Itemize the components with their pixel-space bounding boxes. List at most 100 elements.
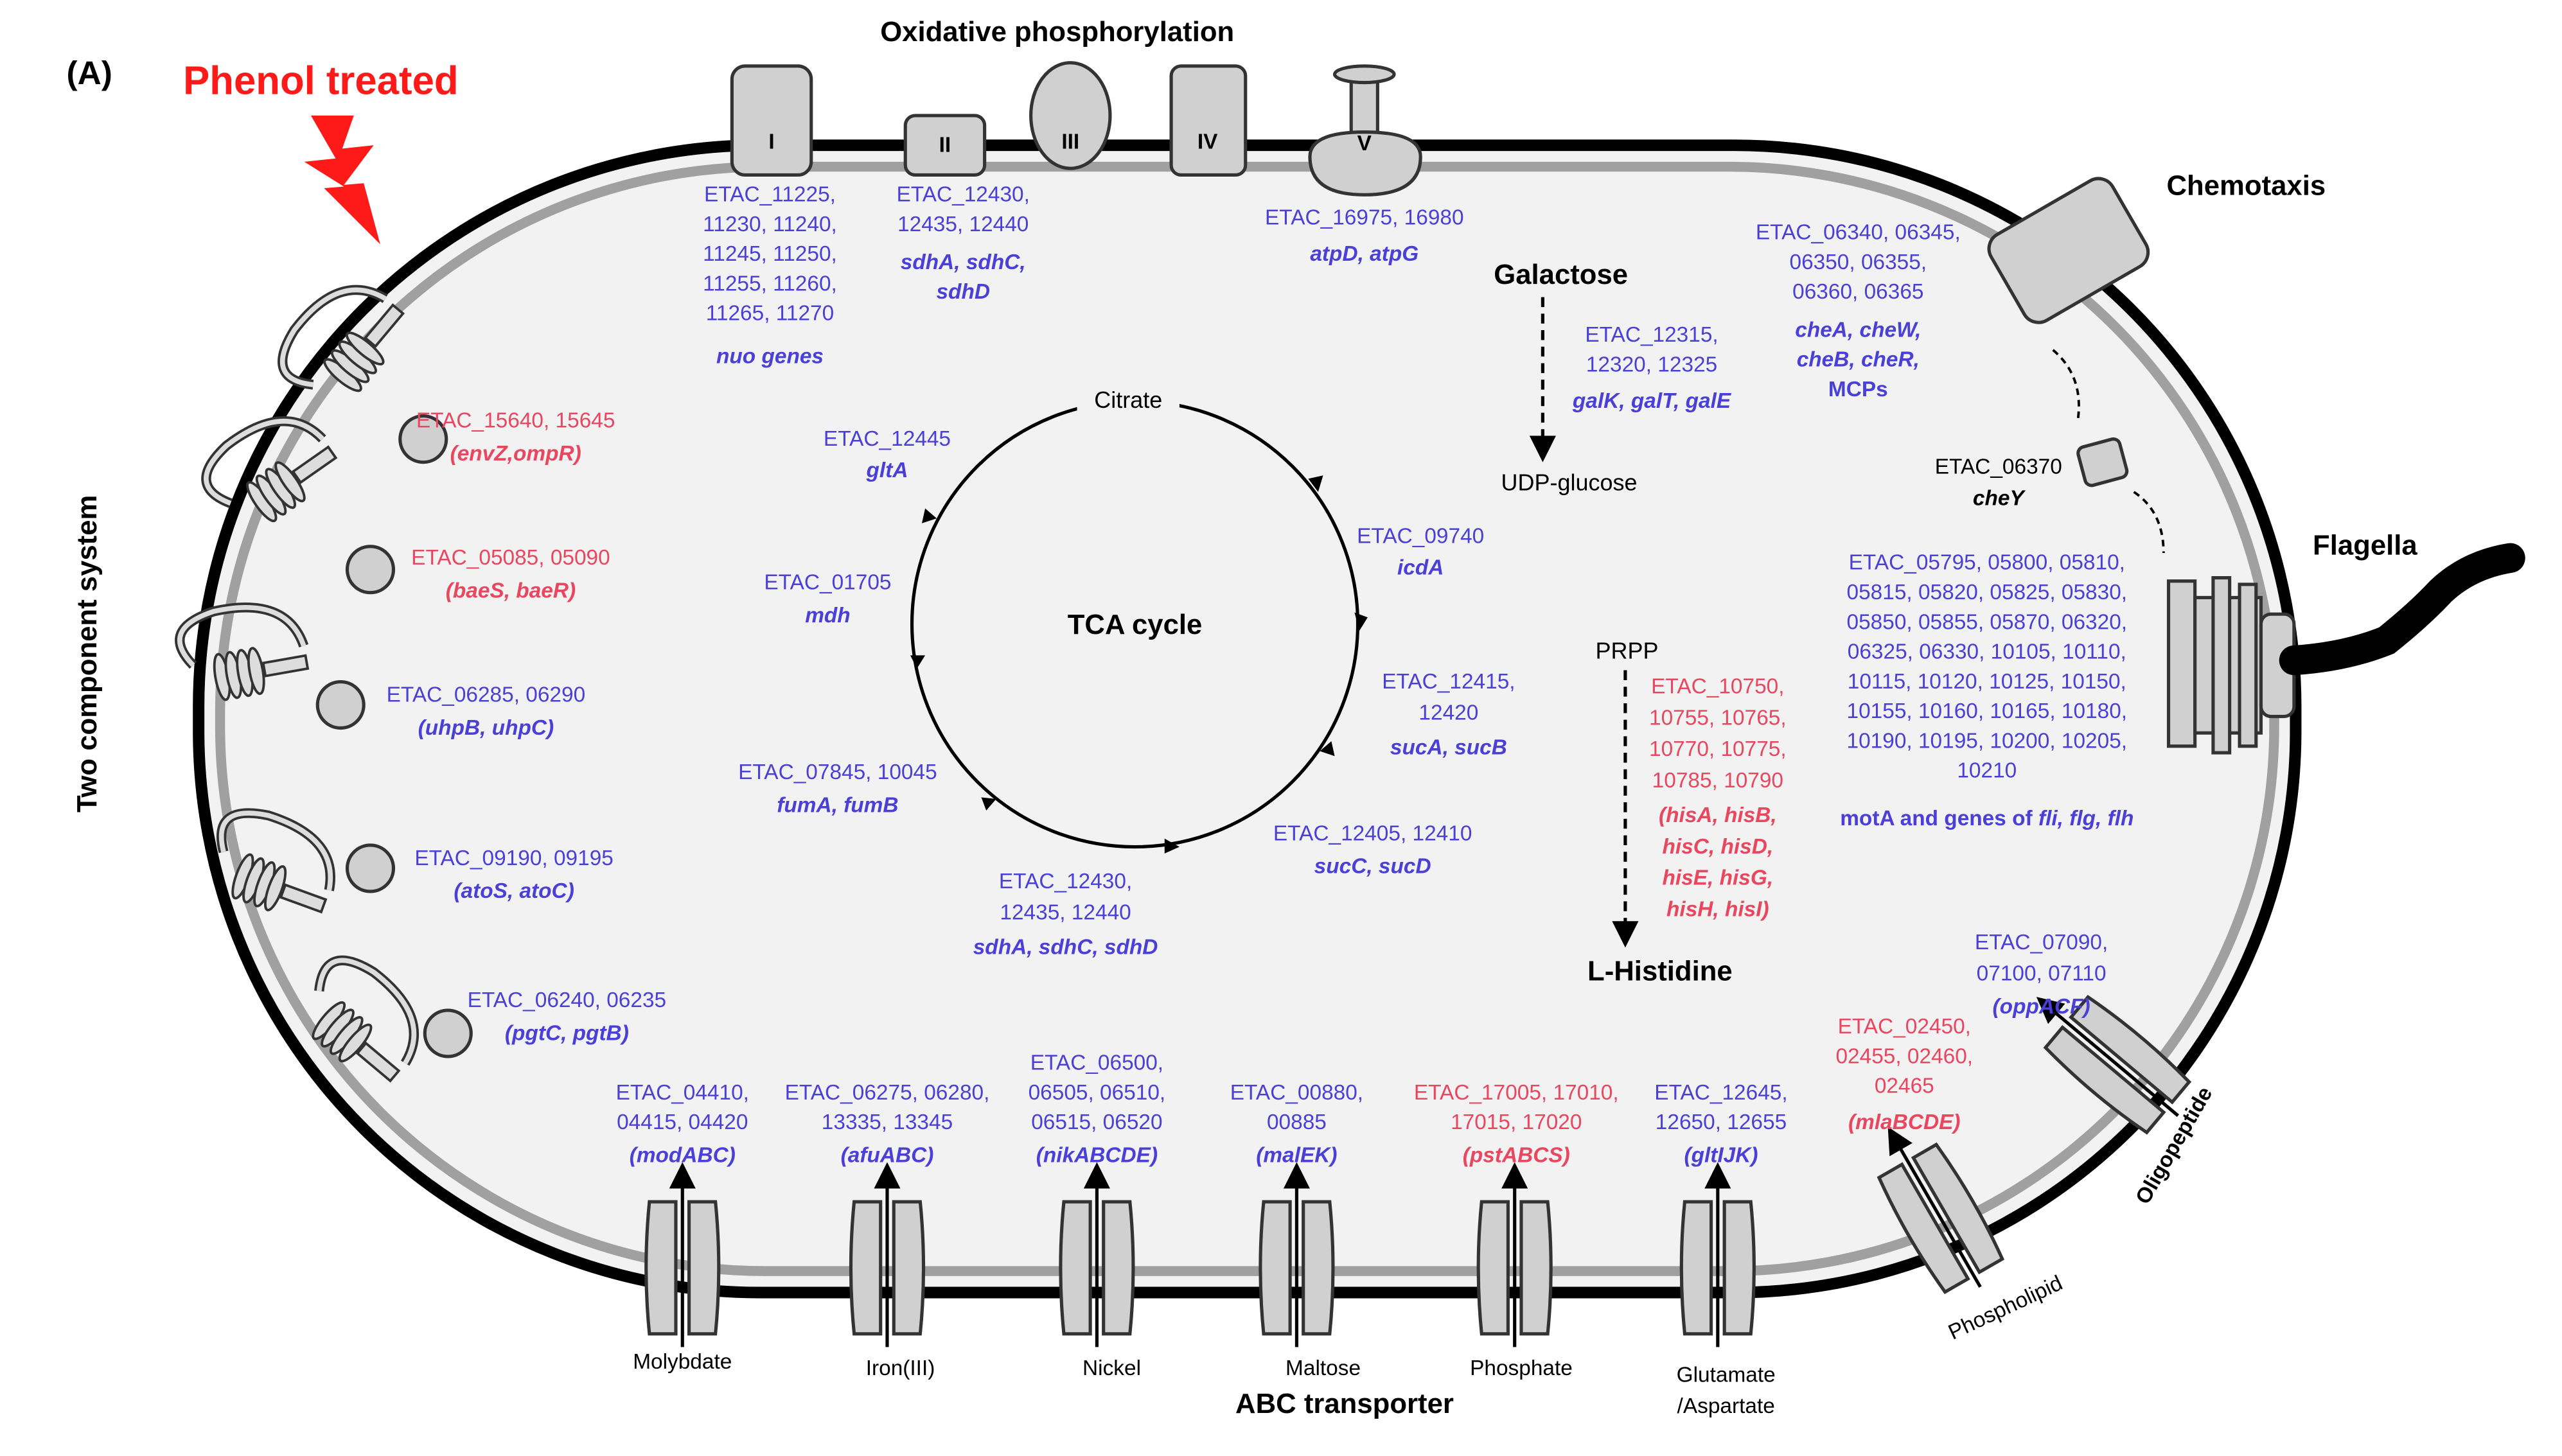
nuo-genes-label: nuo genes: [716, 344, 824, 368]
complex-V-genes: ETAC_16975, 16980 atpD, atpG: [1265, 206, 1464, 267]
svg-text:ETAC_07845, 10045: ETAC_07845, 10045: [738, 760, 937, 784]
svg-text:06505, 06510,: 06505, 06510,: [1029, 1081, 1166, 1105]
svg-text:mdh: mdh: [805, 604, 851, 627]
abc-channel-1: [644, 1162, 721, 1347]
svg-text:nuo genes: nuo genes: [716, 344, 824, 368]
prpp-label: PRPP: [1596, 638, 1659, 664]
abc-channels: [644, 994, 2192, 1347]
tcs-response-regulator-4: [345, 843, 396, 893]
svg-text:ETAC_09740: ETAC_09740: [1357, 525, 1484, 548]
svg-text:12320, 12325: 12320, 12325: [1586, 353, 1717, 376]
svg-text:10210: 10210: [1957, 759, 2017, 783]
svg-text:06515, 06520: 06515, 06520: [1031, 1110, 1162, 1134]
svg-text:Nickel: Nickel: [1082, 1356, 1141, 1380]
svg-text:(gltIJK): (gltIJK): [1684, 1143, 1758, 1167]
svg-text:sdhA, sdhC, sdhD: sdhA, sdhC, sdhD: [973, 936, 1158, 960]
svg-text:(modABC): (modABC): [630, 1143, 736, 1167]
flagellum-filament: [2279, 543, 2525, 676]
tcs-receptor-5: [312, 955, 419, 1083]
complex-V: V: [1308, 64, 1422, 197]
abc-channel-6: [1679, 1162, 1756, 1347]
svg-text:00885: 00885: [1267, 1110, 1327, 1134]
svg-text:05815, 05820, 05825, 05830,: 05815, 05820, 05825, 05830,: [1847, 581, 2128, 604]
chemotaxis-receptor: [1987, 177, 2150, 324]
histidine-product: L-Histidine: [1587, 956, 1733, 987]
svg-text:07100, 07110: 07100, 07110: [1977, 962, 2107, 986]
chemotaxis-signal-line-1: [2052, 349, 2080, 421]
svg-text:(envZ,ompR): (envZ,ompR): [450, 442, 581, 466]
svg-text:MCPs: MCPs: [1828, 378, 1888, 401]
tca-step-icdA: ETAC_09740 icdA: [1357, 525, 1484, 580]
abc-channel-3: [1059, 1162, 1135, 1347]
lightning-bolt-icon: [304, 115, 380, 245]
svg-text:sdhD: sdhD: [936, 280, 990, 304]
abc-genes: ETAC_04410, 04415, 04420 (modABC) ETAC_0…: [616, 931, 2108, 1168]
svg-text:02455, 02460,: 02455, 02460,: [1835, 1044, 1973, 1068]
complex-I: I: [730, 64, 813, 177]
svg-text:10785, 10790: 10785, 10790: [1652, 769, 1783, 793]
tca-step-fum: ETAC_07845, 10045 fumA, fumB: [738, 760, 937, 817]
tcs-receptor-4: [216, 808, 335, 914]
chey-protein: [2076, 437, 2129, 487]
cell-inner-membrane: [215, 161, 2279, 1276]
svg-text:sdhA, sdhC,: sdhA, sdhC,: [901, 250, 1026, 274]
svg-text:IV: IV: [1197, 130, 1218, 153]
svg-text:10190, 10195, 10200, 10205,: 10190, 10195, 10200, 10205,: [1847, 729, 2128, 753]
svg-text:11245, 11250,: 11245, 11250,: [703, 242, 837, 266]
abc-title: ABC transporter: [1235, 1388, 1454, 1419]
svg-text:atpD, atpG: atpD, atpG: [1310, 242, 1418, 266]
svg-text:(uhpB, uhpC): (uhpB, uhpC): [418, 716, 554, 740]
svg-text:ETAC_07090,: ETAC_07090,: [1975, 931, 2108, 954]
svg-text:ETAC_01705: ETAC_01705: [764, 571, 891, 595]
svg-text:ETAC_06275, 06280,: ETAC_06275, 06280,: [785, 1081, 990, 1105]
svg-text:motA and genes of fli, flg, fl: motA and genes of fli, flg, flh: [1840, 807, 2134, 830]
svg-text:06325, 06330, 10105, 10110,: 06325, 06330, 10105, 10110,: [1848, 640, 2126, 664]
flagella-names-prefix: motA and genes of: [1840, 807, 2038, 830]
svg-text:Phosphate: Phosphate: [1470, 1356, 1573, 1380]
svg-text:ETAC_09190, 09195: ETAC_09190, 09195: [414, 846, 614, 870]
tcs-response-regulator-5: [423, 1008, 473, 1058]
svg-text:fumA, fumB: fumA, fumB: [777, 794, 898, 818]
svg-text:06350, 06355,: 06350, 06355,: [1789, 250, 1927, 274]
svg-text:ETAC_06500,: ETAC_06500,: [1030, 1051, 1163, 1075]
tcs-response-regulator-3: [315, 680, 366, 730]
two-component-receptors: [175, 285, 473, 1083]
treatment-label: Phenol treated: [183, 59, 458, 103]
svg-text:hisC, hisD,: hisC, hisD,: [1663, 835, 1774, 859]
svg-text:/Aspartate: /Aspartate: [1677, 1394, 1775, 1418]
chey-name: cheY: [1973, 487, 2026, 511]
svg-text:12435, 12440: 12435, 12440: [1000, 901, 1131, 925]
two-component-title: Two component system: [71, 495, 103, 812]
tca-step-sdh: ETAC_12430, 12435, 12440 sdhA, sdhC, sdh…: [973, 870, 1158, 960]
svg-text:ETAC_04410,: ETAC_04410,: [616, 1081, 749, 1105]
svg-text:(oppACF): (oppACF): [1993, 995, 2090, 1019]
tca-title: TCA cycle: [1068, 609, 1203, 640]
svg-text:II: II: [939, 133, 951, 157]
svg-text:sucC, sucD: sucC, sucD: [1314, 855, 1431, 879]
complex-II: II: [903, 114, 987, 177]
chey-id: ETAC_06370: [1935, 455, 2062, 479]
svg-text:06360, 06365: 06360, 06365: [1792, 280, 1923, 304]
svg-text:ETAC_10750,: ETAC_10750,: [1651, 675, 1784, 699]
chemotaxis-signal-line-2: [2133, 491, 2165, 554]
chemotaxis-genes: ETAC_06340, 06345, 06350, 06355, 06360, …: [1756, 221, 1961, 401]
svg-text:ETAC_06340, 06345,: ETAC_06340, 06345,: [1756, 221, 1961, 245]
galactose-title: Galactose: [1494, 259, 1628, 290]
histidine-genes: ETAC_10750, 10755, 10765, 10770, 10775, …: [1649, 675, 1787, 922]
flagellar-motor: [2166, 576, 2296, 755]
svg-text:12650, 12655: 12650, 12655: [1656, 1110, 1787, 1134]
svg-text:10770, 10775,: 10770, 10775,: [1649, 737, 1787, 761]
complex-IV: IV: [1169, 64, 1248, 177]
tca-step-sucAB: ETAC_12415, 12420 sucA, sucB: [1382, 670, 1515, 760]
complex-II-genes: ETAC_12430, 12435, 12440 sdhA, sdhC, sdh…: [897, 183, 1030, 304]
svg-text:ETAC_06285, 06290: ETAC_06285, 06290: [387, 683, 586, 706]
svg-text:cheB, cheR,: cheB, cheR,: [1797, 348, 1920, 372]
svg-text:(afuABC): (afuABC): [841, 1143, 934, 1167]
svg-text:galK, galT, galE: galK, galT, galE: [1572, 389, 1732, 413]
svg-text:(nikABCDE): (nikABCDE): [1036, 1143, 1158, 1167]
svg-text:hisE, hisG,: hisE, hisG,: [1663, 866, 1774, 890]
svg-text:17015, 17020: 17015, 17020: [1451, 1110, 1582, 1134]
svg-text:ETAC_12405, 12410: ETAC_12405, 12410: [1273, 821, 1472, 845]
svg-text:ETAC_05795, 05800, 05810,: ETAC_05795, 05800, 05810,: [1849, 551, 2125, 575]
